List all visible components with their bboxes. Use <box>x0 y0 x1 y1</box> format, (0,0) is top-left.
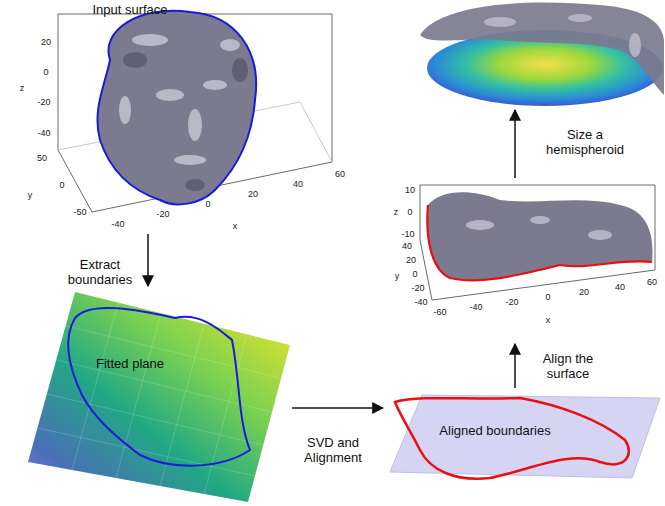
axis-tick: -50 <box>73 207 86 217</box>
axis-label: x <box>546 315 551 325</box>
axis-tick: 0 <box>43 67 48 77</box>
axis-tick: -20 <box>411 283 424 293</box>
panel-title: Aligned boundaries <box>439 423 550 438</box>
axis-tick: 40 <box>615 282 625 292</box>
axis-tick: 20 <box>41 37 51 47</box>
flow-arrow <box>514 110 516 178</box>
axis-tick: -20 <box>156 209 169 219</box>
axis-tick: -20 <box>37 97 50 107</box>
axis-tick: 0 <box>205 199 210 209</box>
axis-tick: -20 <box>505 297 518 307</box>
step-label: Size a hemispheroid <box>537 127 633 157</box>
axis-tick: 10 <box>405 185 415 195</box>
axis-tick: 40 <box>293 179 303 189</box>
flow-arrow <box>147 234 149 286</box>
axis-label: x <box>233 221 238 231</box>
plot-panel <box>390 180 663 342</box>
axis-tick: -40 <box>37 128 50 138</box>
axis-tick: 40 <box>402 241 412 251</box>
axis-tick: 0 <box>545 292 550 302</box>
axis-label: z <box>394 207 399 217</box>
axis-tick: 60 <box>335 169 345 179</box>
step-label: SVD and Alignment <box>292 435 374 465</box>
flow-arrow <box>514 344 516 388</box>
flow-arrow <box>292 407 383 409</box>
axis-tick: -60 <box>433 307 446 317</box>
axis-tick: 0 <box>412 269 417 279</box>
axis-label: y <box>28 190 33 200</box>
panel-title: Fitted plane <box>96 356 164 371</box>
plot-panel <box>415 2 663 108</box>
axis-label: z <box>20 83 25 93</box>
axis-tick: 50 <box>37 153 47 163</box>
plot-panel: Fitted plane <box>25 288 290 503</box>
axis-tick: 0 <box>59 180 64 190</box>
step-label: Align the surface <box>527 351 609 381</box>
axis-tick: 0 <box>407 207 412 217</box>
axis-label: y <box>395 271 400 281</box>
axis-tick: 20 <box>406 255 416 265</box>
plot-panel: Input surface <box>50 0 340 232</box>
axis-tick: -40 <box>414 297 427 307</box>
axis-tick: 20 <box>248 189 258 199</box>
axis-tick: 60 <box>647 277 657 287</box>
axis-tick: -10 <box>401 229 414 239</box>
panel-title: Input surface <box>92 2 167 17</box>
axis-tick: -40 <box>469 302 482 312</box>
axis-tick: 20 <box>579 287 589 297</box>
axis-tick: -40 <box>111 219 124 229</box>
step-label: Extract boundaries <box>60 257 140 287</box>
plot-panel: Aligned boundaries <box>385 390 663 502</box>
